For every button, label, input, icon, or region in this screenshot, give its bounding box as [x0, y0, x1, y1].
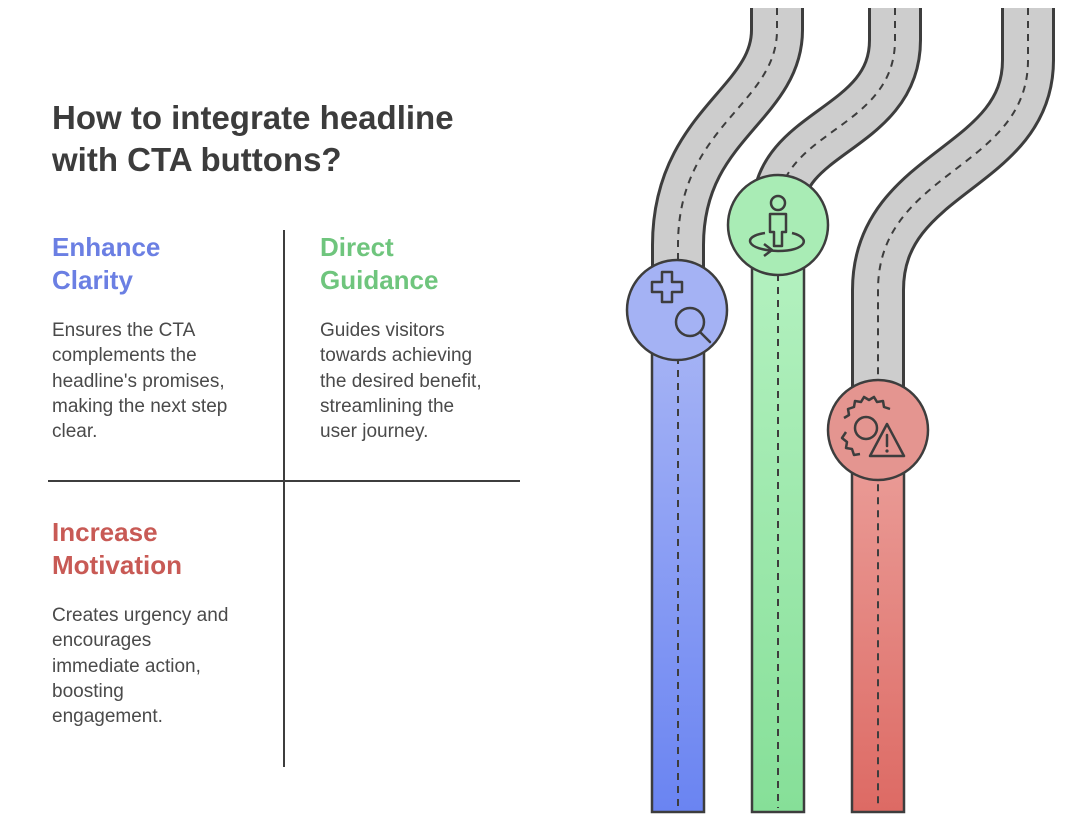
motivation-heading-line2: Motivation: [52, 550, 182, 580]
road-clarity-colored-section: [650, 308, 706, 814]
guidance-description: Guides visitors towards achieving the de…: [320, 320, 482, 443]
motivation-heading: Increase Motivation: [52, 516, 182, 582]
motivation-description: Creates urgency and encourages immediate…: [52, 605, 229, 728]
guidance-heading-line2: Guidance: [320, 265, 439, 295]
person-navigation-icon: [726, 173, 830, 277]
guidance-heading-line1: Direct: [320, 232, 394, 262]
vertical-divider: [283, 230, 285, 767]
horizontal-divider: [48, 480, 520, 482]
motivation-heading-line1: Increase: [52, 517, 158, 547]
clarity-heading-line2: Clarity: [52, 265, 133, 295]
clarity-heading-line1: Enhance: [52, 232, 161, 262]
guidance-heading: Direct Guidance: [320, 231, 438, 297]
clarity-description: Ensures the CTA complements the headline…: [52, 320, 228, 443]
road-motivation: [850, 8, 1055, 814]
road-clarity: [650, 8, 804, 814]
gear-warning-icon: [826, 378, 930, 482]
clarity-heading: Enhance Clarity: [52, 231, 160, 297]
page-title: How to integrate headline with CTA butto…: [52, 99, 454, 178]
road-guidance-colored-section: [750, 223, 806, 814]
health-search-icon: [625, 258, 729, 362]
